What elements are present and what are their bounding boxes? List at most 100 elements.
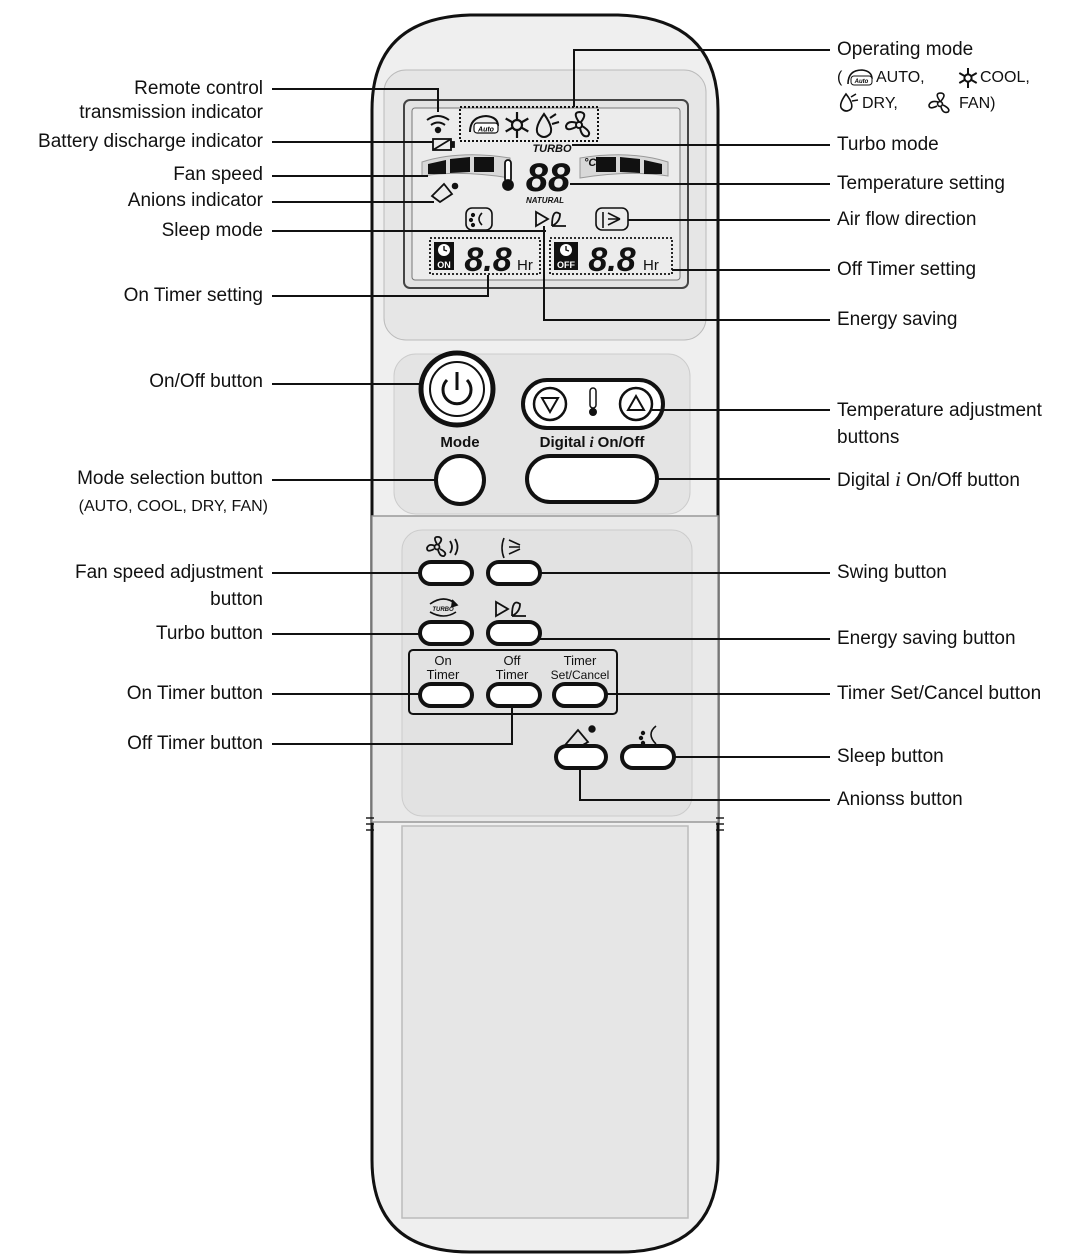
label-fan-speed-adj-1: Fan speed adjustment [74, 562, 263, 583]
transmission-signal-icon [426, 115, 450, 134]
timer-set-cancel-button[interactable] [552, 682, 608, 708]
label-sleep-button: Sleep button [837, 746, 944, 767]
label-digital-pre: Digital [837, 470, 890, 491]
auto-icon [469, 114, 499, 134]
battery-cover [401, 825, 689, 1219]
line-operating-mode [573, 49, 830, 107]
label-operating-mode: Operating mode [837, 39, 974, 60]
fan-speed-segments [428, 157, 662, 174]
fan-speed-button[interactable] [418, 560, 474, 586]
label-op-open: ( [837, 69, 843, 86]
label-off-timer-setting: Off Timer setting [837, 259, 977, 280]
digital-label-pre: Digital [540, 434, 586, 451]
label-mode-selection: Mode selection button [77, 468, 263, 489]
line-off-timer [272, 706, 513, 745]
label-op-fan: FAN) [959, 95, 996, 112]
off-timer-clock-icon [554, 242, 578, 270]
label-off-timer-button: Off Timer button [127, 733, 263, 754]
label-digital-post: On/Off button [906, 470, 1020, 491]
label-anions-button: Anionss button [837, 789, 963, 810]
battery-icon [432, 138, 455, 151]
mode-icons-box [459, 106, 599, 142]
turbo-indicator: TURBO [532, 143, 572, 155]
off-timer-label-1: Off [503, 653, 520, 668]
legend-dry-icon [839, 92, 859, 112]
line-on-timer-setting [272, 275, 489, 297]
on-timer-clock-icon [434, 242, 454, 270]
label-energy-saving-button: Energy saving button [837, 628, 1016, 649]
label-remote-tx-2: transmission indicator [79, 102, 263, 123]
on-timer-box [429, 237, 541, 275]
off-timer-box [549, 237, 673, 275]
digital-label-i: i [590, 435, 595, 451]
leader-lines [272, 49, 830, 801]
label-digital-i: i [895, 467, 901, 491]
label-fan-speed: Fan speed [173, 164, 263, 185]
legend-snowflake-icon [958, 68, 978, 88]
turbo-icon [429, 598, 459, 617]
off-badge: OFF [557, 260, 575, 270]
label-swing-button: Swing button [837, 562, 947, 583]
natural-indicator: NATURAL [526, 196, 564, 205]
thermometer-icon [502, 159, 514, 191]
swing-button[interactable] [486, 560, 542, 586]
off-timer-label-2: Timer [496, 667, 529, 682]
label-op-auto: AUTO, [876, 69, 925, 86]
legend-auto-badge: Auto [854, 79, 869, 85]
line-anions-btn [579, 768, 830, 801]
on-badge: ON [437, 260, 451, 270]
line-energy-saving [543, 226, 830, 321]
label-digital-i-button: Digital i On/Off button [837, 467, 1020, 493]
label-timer-set-cancel: Timer Set/Cancel button [837, 683, 1042, 704]
on-timer-button[interactable] [418, 682, 474, 708]
off-timer-hr: Hr [643, 257, 659, 274]
label-on-timer-setting: On Timer setting [123, 285, 263, 306]
on-timer-label-2: Timer [427, 667, 460, 682]
energy-saving-icon [535, 210, 566, 228]
anions-button[interactable] [554, 744, 608, 770]
power-button[interactable] [418, 350, 496, 428]
legend-auto-icon [847, 69, 873, 86]
label-temp-setting: Temperature setting [837, 173, 1005, 194]
timer-set-label-1: Timer [564, 653, 597, 668]
fan-icon [564, 110, 591, 138]
label-temp-adj-2: buttons [837, 427, 900, 448]
label-remote-tx-1: Remote control [134, 78, 263, 99]
on-timer-digits: 8.8 [464, 241, 511, 279]
temperature-digits: 88 [526, 156, 571, 200]
anions-indicator-icon [430, 182, 459, 204]
on-timer-hr: Hr [517, 257, 533, 274]
timer-set-label-2: Set/Cancel [551, 668, 610, 682]
snowflake-icon [505, 112, 529, 138]
turbo-button[interactable] [418, 620, 474, 646]
label-mode-selection-sub: (AUTO, COOL, DRY, FAN) [78, 498, 268, 515]
label-battery: Battery discharge indicator [38, 131, 263, 152]
legend-fan-icon [928, 92, 950, 114]
label-on-timer-button: On Timer button [126, 683, 263, 704]
on-timer-label-1: On [434, 653, 451, 668]
label-fan-speed-adj-2: button [210, 589, 263, 610]
label-sleep-mode: Sleep mode [161, 220, 263, 241]
auto-badge: Auto [477, 127, 495, 134]
digital-i-onoff-button[interactable] [525, 454, 659, 504]
turbo-icon-text: TURBO [432, 607, 454, 613]
energy-saving-button[interactable] [486, 620, 542, 646]
side-grips [366, 817, 724, 831]
label-op-cool: COOL, [980, 69, 1030, 86]
sleep-button[interactable] [620, 744, 676, 770]
label-temp-adj-1: Temperature adjustment [837, 400, 1042, 421]
mode-button-label: Mode [440, 434, 479, 451]
label-energy-saving: Energy saving [837, 309, 958, 330]
off-timer-button[interactable] [486, 682, 542, 708]
energy-saving-button-icon [495, 600, 526, 618]
temperature-adjust-buttons[interactable] [521, 378, 665, 430]
digital-label-post: On/Off [598, 434, 646, 451]
label-turbo-button: Turbo button [155, 623, 263, 644]
label-turbo-mode: Turbo mode [837, 134, 939, 155]
line-remote-tx [272, 88, 439, 112]
mode-button[interactable] [434, 454, 486, 506]
label-op-dry: DRY, [862, 95, 898, 112]
